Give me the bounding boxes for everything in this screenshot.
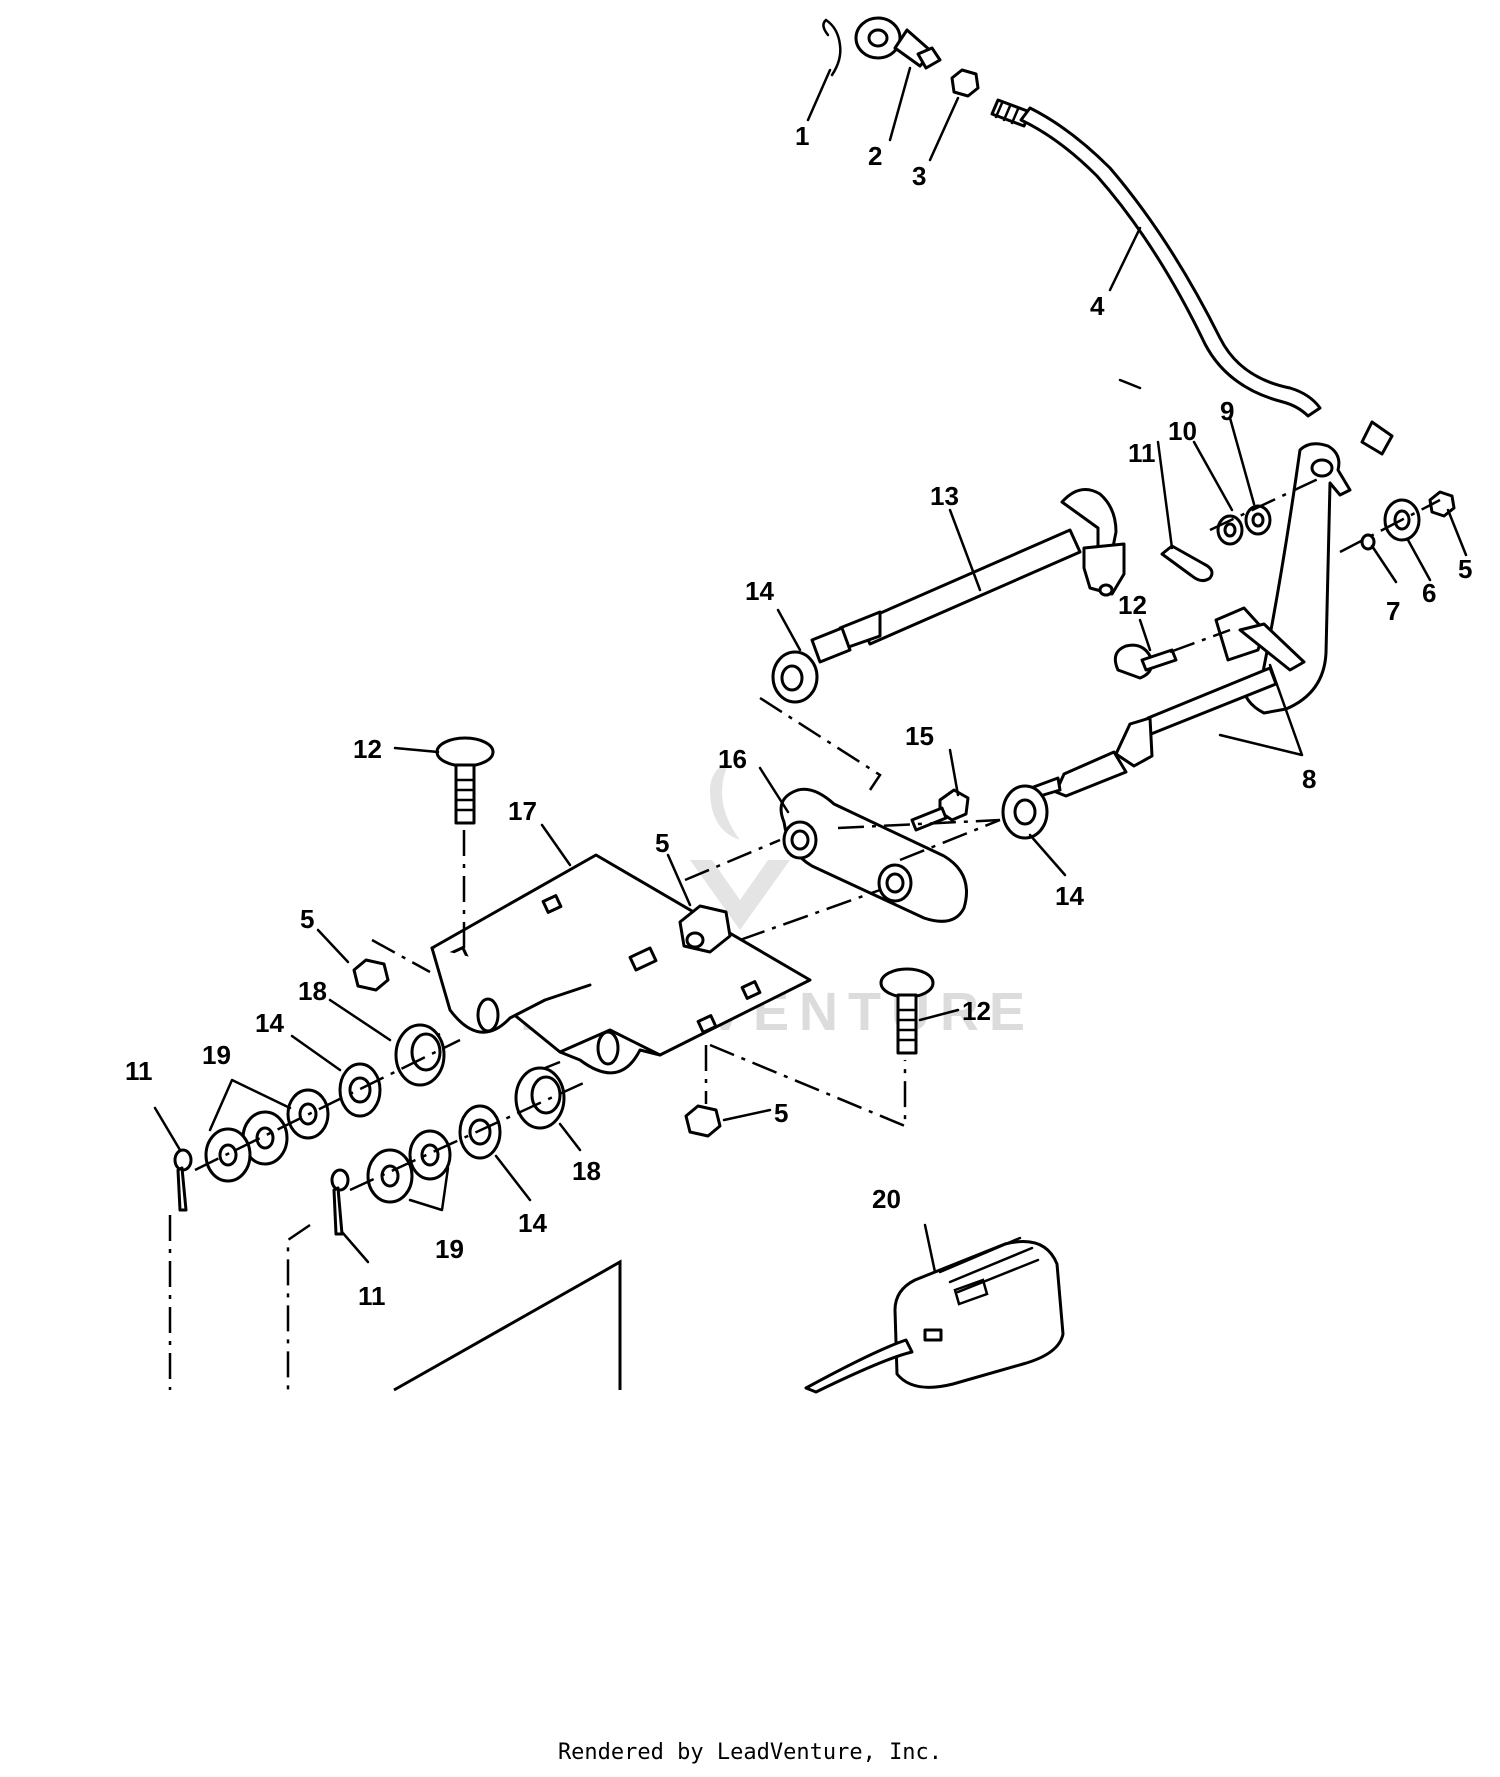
callout-14-upper-left: 14 [255, 1008, 284, 1038]
leader-lines-top [806, 66, 1142, 292]
part-cotter-pin-right[interactable] [1160, 544, 1214, 583]
footer-credit: Rendered by LeadVenture, Inc. [557, 1740, 943, 1765]
part-spacer-18-upper[interactable] [394, 1023, 446, 1087]
part-pedal-pad[interactable] [804, 1236, 1065, 1394]
frame-lines-lower [168, 1215, 622, 1392]
callout-4: 4 [1090, 291, 1105, 321]
callout-2: 2 [868, 141, 882, 171]
part-nut-5-left[interactable] [352, 958, 390, 992]
callout-3: 3 [912, 161, 926, 191]
part-carriage-bolt-upper[interactable] [1113, 643, 1178, 680]
part-jam-nut[interactable] [950, 68, 980, 98]
callout-5-left: 5 [300, 904, 314, 934]
callout-5-bottom: 5 [774, 1098, 788, 1128]
axis-line-bolt [1169, 628, 1231, 654]
callout-12-left: 12 [353, 734, 382, 764]
axis-line-pin [1209, 476, 1321, 532]
callout-16: 16 [718, 744, 747, 774]
axis-line-left-lower [349, 1078, 591, 1192]
part-link-plate[interactable] [779, 787, 968, 923]
callout-5: 5 [1458, 554, 1472, 584]
callout-14-right: 14 [1055, 881, 1084, 911]
part-lift-lever[interactable] [1018, 442, 1352, 804]
callout-17: 17 [508, 796, 537, 826]
axis-line-right [1339, 498, 1441, 554]
callout-10: 10 [1168, 416, 1197, 446]
part-lift-shaft[interactable] [810, 488, 1126, 664]
part-bushing-right[interactable] [1001, 784, 1049, 840]
callout-14-upper: 14 [745, 576, 774, 606]
callout-19-lower: 19 [435, 1234, 464, 1264]
callout-12-upper: 12 [1118, 590, 1147, 620]
axis-line-left-upper [194, 1038, 461, 1172]
part-spacer-18-lower[interactable] [514, 1066, 566, 1130]
part-hair-pin[interactable] [822, 18, 842, 77]
callout-18-lower: 18 [572, 1156, 601, 1186]
callout-5-center: 5 [655, 828, 669, 858]
part-cotter-pin-upper-left[interactable] [173, 1148, 193, 1212]
part-washer-10[interactable] [1216, 514, 1244, 546]
callout-15: 15 [905, 721, 934, 751]
part-bushing-14-upper-left[interactable] [338, 1062, 382, 1118]
part-mounting-bracket[interactable] [430, 853, 812, 1075]
callout-12-right: 12 [962, 996, 991, 1026]
callout-8: 8 [1302, 764, 1316, 794]
part-nut-5-bottom[interactable] [684, 1104, 722, 1138]
part-bushing-14-lower-left[interactable] [458, 1104, 502, 1160]
part-carriage-bolt-right[interactable] [879, 967, 935, 1055]
callout-6: 6 [1422, 578, 1436, 608]
part-washer-9[interactable] [1244, 504, 1272, 536]
part-washer-19-lower-b[interactable] [366, 1148, 414, 1204]
callout-18-upper: 18 [298, 976, 327, 1006]
callout-19-upper: 19 [202, 1040, 231, 1070]
callout-20: 20 [872, 1184, 901, 1214]
part-bushing-upper[interactable] [771, 650, 819, 704]
callout-11-upper-left: 11 [125, 1056, 153, 1086]
part-rod-end[interactable] [854, 16, 942, 70]
part-control-rod[interactable] [990, 98, 1394, 456]
callout-1: 1 [795, 121, 809, 151]
callout-7: 7 [1386, 596, 1400, 626]
callout-9: 9 [1220, 396, 1234, 426]
callouts: 1 2 3 4 5 6 7 8 9 10 11 12 13 14 15 16 1… [125, 121, 1472, 1311]
leader-lines [153, 378, 1468, 1274]
callout-11-right: 11 [1128, 438, 1156, 468]
callout-13: 13 [930, 481, 959, 511]
part-washer-19-lower-a[interactable] [408, 1129, 452, 1181]
part-carriage-bolt-left[interactable] [435, 736, 495, 825]
part-cotter-pin-lower-left[interactable] [330, 1168, 350, 1236]
callout-14-lower: 14 [518, 1208, 547, 1238]
alignment-lines-center [684, 696, 1001, 942]
callout-11-lower-left: 11 [358, 1281, 386, 1311]
part-nut-5-center[interactable] [678, 904, 732, 954]
